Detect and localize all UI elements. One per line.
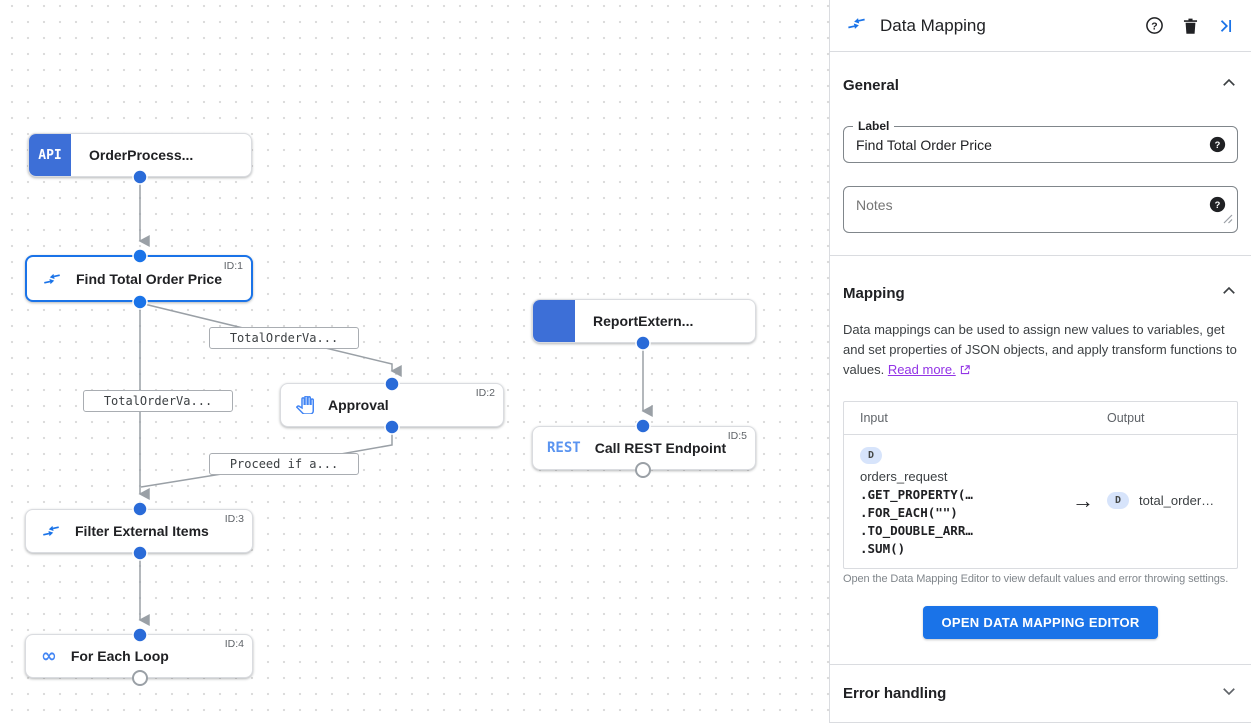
data-mapping-icon <box>846 13 867 39</box>
node-label: Call REST Endpoint <box>594 440 727 456</box>
input-variable: orders_request <box>860 469 948 484</box>
notes-input[interactable] <box>844 187 1174 232</box>
panel-title: Data Mapping <box>880 15 986 35</box>
mapping-table: Input Output D orders_request .GET_PROPE… <box>843 401 1238 569</box>
integration-canvas[interactable]: API OrderProcess... Find Total Order Pri… <box>0 0 830 723</box>
node-id: ID:4 <box>224 638 244 650</box>
node-label: Filter External Items <box>75 523 209 539</box>
api-badge: API <box>29 134 71 176</box>
notes-help-icon[interactable]: ? <box>1209 196 1226 213</box>
output-variable: total_order… <box>1139 493 1215 508</box>
general-section: General Label ? ? <box>830 52 1251 233</box>
edges-layer <box>132 169 653 686</box>
approval-hand-icon <box>296 396 314 414</box>
label-field[interactable]: Label ? <box>843 119 1238 163</box>
edge-label-proceed-if[interactable]: Proceed if a... <box>209 453 359 475</box>
open-data-mapping-editor-button[interactable]: OPEN DATA MAPPING EDITOR <box>923 606 1158 639</box>
expression-line: .FOR_EACH("") <box>860 505 958 520</box>
data-mapping-icon <box>42 269 62 289</box>
notes-field[interactable]: ? <box>843 186 1238 233</box>
mapping-table-header: Input Output <box>844 402 1237 435</box>
column-input: Input <box>860 411 888 425</box>
mapping-description: Data mappings can be used to assign new … <box>843 320 1238 382</box>
node-find-total-order-price[interactable]: Find Total Order Price ID:1 <box>25 255 253 302</box>
datatype-badge: D <box>1107 492 1130 509</box>
expression-line: .SUM() <box>860 541 906 556</box>
resize-handle-icon[interactable] <box>1223 211 1233 229</box>
node-label: For Each Loop <box>70 648 169 664</box>
node-label: Find Total Order Price <box>76 270 222 287</box>
node-order-process[interactable]: API OrderProcess... <box>28 133 252 177</box>
read-more-link[interactable]: Read more. <box>887 362 956 377</box>
general-title: General <box>843 77 899 94</box>
column-output: Output <box>1107 411 1145 425</box>
chevron-up-icon[interactable] <box>1220 74 1238 97</box>
label-input[interactable] <box>856 136 1237 153</box>
node-label: Approval <box>328 397 389 413</box>
label-field-label: Label <box>853 119 895 133</box>
api-badge <box>533 300 575 342</box>
node-label: ReportExtern... <box>593 313 694 329</box>
node-id: ID:2 <box>475 387 495 399</box>
data-mapping-icon <box>41 521 61 541</box>
node-call-rest-endpoint[interactable]: REST Call REST Endpoint ID:5 <box>532 426 756 470</box>
node-id: ID:1 <box>223 260 243 272</box>
expression-line: .TO_DOUBLE_ARR… <box>860 523 973 538</box>
mapping-arrow: → <box>1072 487 1094 513</box>
collapse-panel-icon[interactable] <box>1217 17 1235 35</box>
help-icon[interactable]: ? <box>1145 16 1164 35</box>
node-approval[interactable]: Approval ID:2 <box>280 383 504 427</box>
node-id: ID:5 <box>727 430 747 442</box>
expression-line: .GET_PROPERTY(… <box>860 487 973 502</box>
error-handling-title: Error handling <box>843 685 947 702</box>
datatype-badge: D <box>860 447 883 464</box>
label-help-icon[interactable]: ? <box>1209 136 1226 153</box>
delete-icon[interactable] <box>1182 17 1199 35</box>
mapping-section-header[interactable]: Mapping <box>843 282 1238 305</box>
node-report-external[interactable]: ReportExtern... <box>532 299 756 343</box>
svg-text:?: ? <box>1215 140 1221 150</box>
node-id: ID:3 <box>224 513 244 525</box>
mapping-input-cell: D orders_request .GET_PROPERTY(… .FOR_EA… <box>844 445 1059 556</box>
error-handling-section-header[interactable]: Error handling <box>830 665 1251 722</box>
chevron-up-icon[interactable] <box>1220 282 1238 305</box>
rest-badge: REST <box>547 440 581 456</box>
mapping-section: Mapping Data mappings can be used to ass… <box>830 256 1251 639</box>
divider <box>830 255 1251 256</box>
node-for-each-loop[interactable]: ∞ For Each Loop ID:4 <box>25 634 253 678</box>
edge-label-totalorderva-2[interactable]: TotalOrderVa... <box>83 390 233 412</box>
svg-text:?: ? <box>1215 200 1221 210</box>
chevron-down-icon[interactable] <box>1220 682 1238 705</box>
general-section-header[interactable]: General <box>843 74 1238 97</box>
config-panel: Data Mapping ? General Label <box>830 0 1251 723</box>
mapping-title: Mapping <box>843 285 905 302</box>
panel-header: Data Mapping ? <box>830 0 1251 52</box>
edge-label-totalorderva-1[interactable]: TotalOrderVa... <box>209 327 359 349</box>
mapping-table-row[interactable]: D orders_request .GET_PROPERTY(… .FOR_EA… <box>844 435 1237 568</box>
mapping-output-cell: D total_order… <box>1107 492 1237 509</box>
external-link-icon <box>959 362 971 382</box>
node-label: OrderProcess... <box>89 147 194 163</box>
node-filter-external-items[interactable]: Filter External Items ID:3 <box>25 509 253 553</box>
mapping-caption: Open the Data Mapping Editor to view def… <box>843 573 1229 585</box>
svg-text:?: ? <box>1151 21 1157 32</box>
divider <box>830 664 1251 665</box>
loop-icon: ∞ <box>41 644 57 667</box>
